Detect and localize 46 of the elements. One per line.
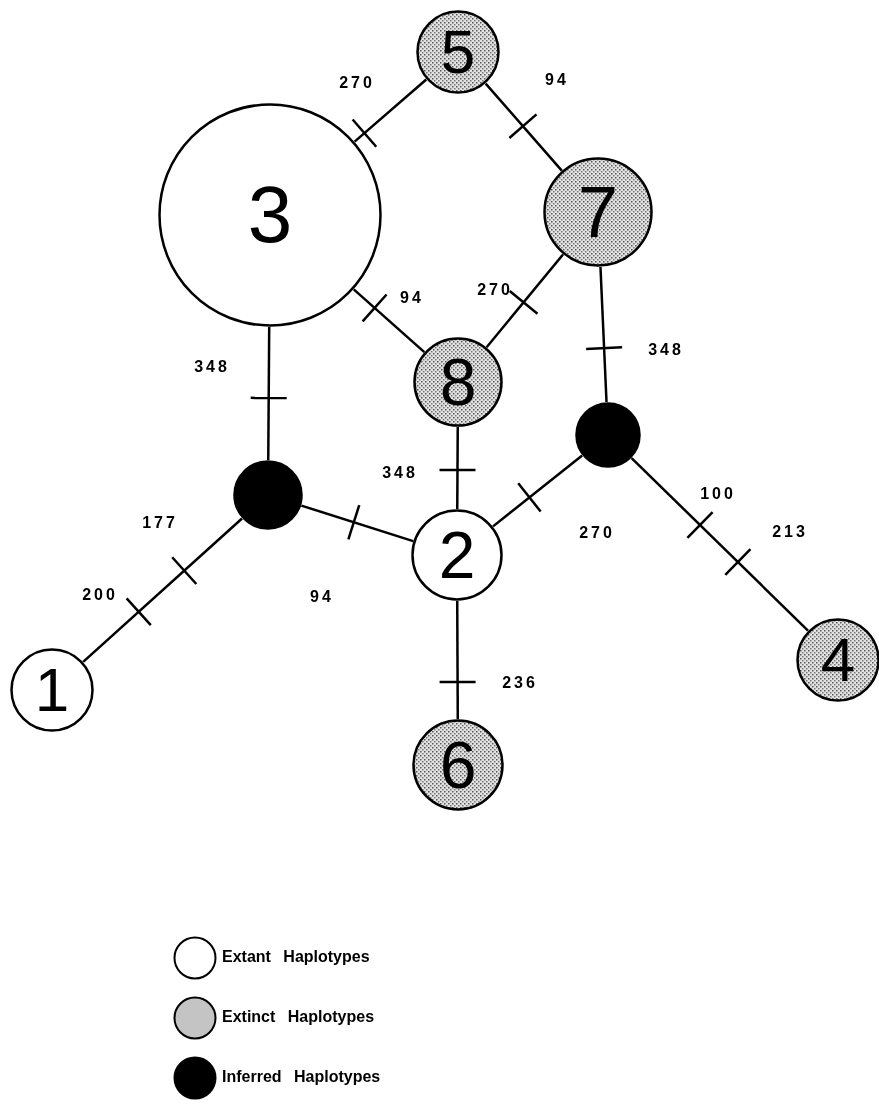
edge-label: 94 bbox=[400, 290, 424, 306]
haplotype-circle bbox=[233, 460, 303, 530]
edge-label: 348 bbox=[648, 342, 684, 358]
haplotype-number: 2 bbox=[438, 522, 476, 588]
edge-label: 270 bbox=[477, 282, 513, 298]
connector-line bbox=[353, 78, 428, 143]
haplotype-number: 8 bbox=[439, 349, 477, 415]
edge-label: 270 bbox=[579, 525, 615, 541]
connector-line bbox=[301, 504, 414, 543]
mutation-label: 213 bbox=[772, 524, 808, 540]
legend-text: Extant Haplotypes bbox=[222, 948, 370, 966]
edge-label: 94 bbox=[310, 589, 334, 605]
mutation-label: 200 bbox=[82, 587, 118, 603]
connector-line bbox=[599, 266, 608, 403]
connector-line bbox=[267, 327, 271, 460]
haplotype-number: 5 bbox=[440, 21, 476, 83]
haplotype-number: 4 bbox=[820, 629, 856, 691]
haplotype-circle bbox=[413, 337, 503, 427]
connector-line bbox=[484, 82, 563, 172]
edge-label: 348 bbox=[382, 465, 418, 481]
legend-text: Inferred Haplotypes bbox=[222, 1068, 381, 1086]
connector-line bbox=[82, 517, 243, 663]
haplotype-circle bbox=[575, 402, 641, 468]
connector-line bbox=[352, 288, 426, 354]
legend-text: Extinct Haplotypes bbox=[222, 1008, 375, 1026]
haplotype-circle bbox=[158, 103, 382, 327]
haplotype-circle bbox=[416, 10, 500, 94]
connector-line bbox=[630, 457, 809, 632]
haplotype-circle bbox=[411, 509, 503, 601]
haplotype-circle bbox=[10, 648, 94, 732]
haplotype-circle bbox=[543, 157, 653, 267]
edge-label: 100 bbox=[700, 486, 736, 502]
connector-line bbox=[492, 454, 583, 528]
haplotype-number: 7 bbox=[578, 176, 618, 248]
edge-label: 348 bbox=[194, 359, 230, 375]
edge-label: 177 bbox=[142, 515, 178, 531]
connector-line bbox=[485, 253, 564, 349]
connector-line bbox=[456, 427, 459, 509]
edge-label: 94 bbox=[545, 72, 569, 88]
haplotype-number: 1 bbox=[34, 659, 70, 721]
haplotype-number: 6 bbox=[439, 732, 477, 798]
haplotype-number: 3 bbox=[247, 175, 293, 255]
edge-label: 270 bbox=[339, 75, 375, 91]
haplotype-circle bbox=[412, 719, 504, 811]
connector-line bbox=[455, 601, 460, 719]
edge-label: 236 bbox=[502, 675, 538, 691]
